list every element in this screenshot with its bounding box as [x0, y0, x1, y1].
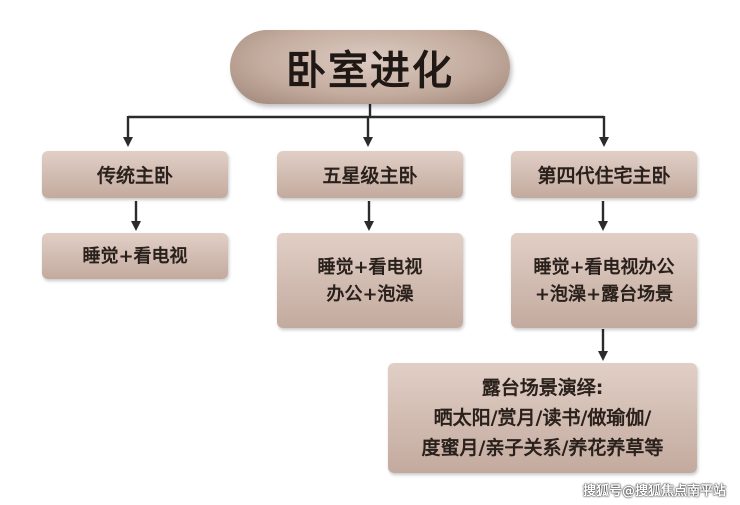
col2-detail-line-2: 办公+泡澡 — [326, 283, 414, 305]
col1-detail-line-1: 睡觉+看电视 — [82, 245, 188, 267]
col1-header-box: 传统主卧 — [42, 151, 228, 198]
col3-header-text: 第四代住宅主卧 — [537, 165, 671, 187]
terrace-scenario-box: 露台场景演绎: 晒太阳/赏月/读书/做瑜伽/ 度蜜月/亲子关系/养花养草等 — [388, 363, 697, 473]
terrace-line-3: 度蜜月/亲子关系/养花养草等 — [421, 437, 664, 459]
terrace-line-2: 晒太阳/赏月/读书/做瑜伽/ — [433, 407, 652, 429]
col3-detail-line-1: 睡觉+看电视办公 — [533, 256, 675, 278]
diagram-title-text: 卧室进化 — [286, 48, 454, 94]
col2-detail-box: 睡觉+看电视 办公+泡澡 — [277, 233, 463, 328]
col3-detail-line-2: +泡澡+露台场景 — [534, 283, 674, 305]
col1-detail-box: 睡觉+看电视 — [42, 233, 228, 279]
diagram-title: 卧室进化 — [230, 30, 510, 104]
col1-header-text: 传统主卧 — [96, 165, 173, 187]
col2-header-box: 五星级主卧 — [277, 151, 463, 198]
col2-header-text: 五星级主卧 — [322, 165, 418, 187]
col2-detail-line-1: 睡觉+看电视 — [317, 256, 423, 278]
col3-header-box: 第四代住宅主卧 — [511, 151, 697, 198]
watermark-text: 搜狐号@搜狐焦点南平站 — [582, 484, 726, 499]
col3-detail-box: 睡觉+看电视办公 +泡澡+露台场景 — [511, 233, 697, 328]
terrace-line-1: 露台场景演绎: — [481, 377, 604, 399]
